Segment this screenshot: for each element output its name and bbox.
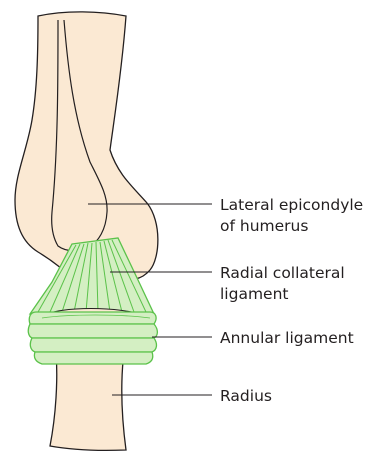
label-lateral-epicondyle: Lateral epicondyle of humerus xyxy=(220,196,368,235)
label-radial-collateral-ligament: Radial collateral ligament xyxy=(220,264,350,303)
label-lateral-epicondyle-line2: of humerus xyxy=(220,217,308,235)
label-annular-line1: Annular ligament xyxy=(220,329,354,347)
radius-bone xyxy=(50,352,126,450)
label-lateral-epicondyle-line1: Lateral epicondyle xyxy=(220,196,363,214)
label-radial-collateral-line1: Radial collateral xyxy=(220,264,345,282)
label-radial-collateral-line2: ligament xyxy=(220,285,289,303)
humerus-bone xyxy=(15,12,158,280)
label-radius-line1: Radius xyxy=(220,387,272,405)
annular-ligament xyxy=(28,312,157,364)
label-radius: Radius xyxy=(220,387,272,405)
label-annular-ligament: Annular ligament xyxy=(220,329,354,347)
